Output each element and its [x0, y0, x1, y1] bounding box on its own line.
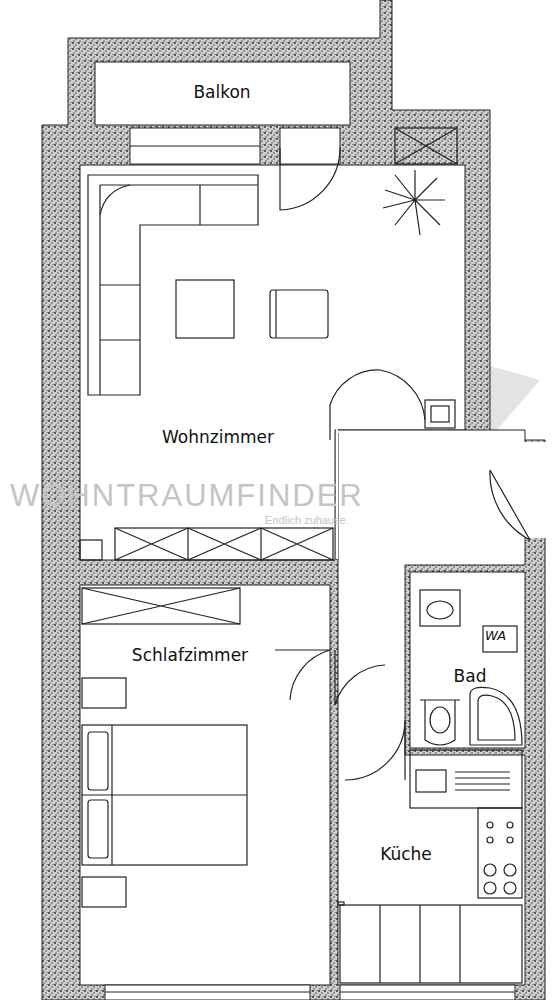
wardrobe: [82, 588, 240, 624]
room-label: Küche: [377, 841, 435, 867]
furniture: [80, 128, 530, 983]
room-label: Balkon: [190, 79, 253, 105]
nightstand: [82, 877, 126, 907]
door: [275, 650, 330, 700]
plant: [383, 170, 445, 235]
shower: [470, 687, 522, 745]
room-label: Schlafzimmer: [129, 642, 251, 668]
stove: [478, 808, 522, 898]
door: [345, 720, 405, 780]
table: [176, 280, 234, 338]
toilet: [420, 700, 460, 745]
windows: [105, 128, 515, 1000]
sofa: [88, 175, 258, 395]
balcony-floor: [95, 62, 350, 125]
door: [330, 370, 380, 440]
washbasin: [420, 590, 460, 626]
sink-counter: [410, 750, 522, 808]
room-name: Wohnzimmer: [162, 427, 274, 447]
cabinet: [395, 128, 457, 164]
door: [280, 148, 340, 210]
room-name: Balkon: [193, 82, 250, 102]
room-name: Bad: [454, 666, 487, 686]
nightstand: [82, 678, 126, 708]
room-label: Wohnzimmer: [159, 424, 277, 450]
room-label: Bad: [451, 663, 490, 689]
kitchen-unit: [340, 905, 522, 983]
door: [335, 650, 385, 705]
watermark-slogan: Endlich zuhause.: [265, 514, 349, 526]
washing-machine: [483, 626, 517, 652]
bed: [82, 725, 247, 865]
watermark: WOHNTRAUMFINDER: [10, 478, 364, 514]
door: [490, 470, 530, 540]
room-name: Küche: [380, 844, 432, 864]
appliance-label: WA: [485, 628, 506, 643]
room-name: Schlafzimmer: [132, 645, 248, 665]
wardrobe: [115, 528, 333, 560]
armchair: [270, 290, 328, 338]
bedroom-floor: [80, 585, 330, 985]
bath-floor: [410, 572, 525, 748]
room-floors: [80, 62, 525, 985]
openings: [336, 429, 546, 559]
